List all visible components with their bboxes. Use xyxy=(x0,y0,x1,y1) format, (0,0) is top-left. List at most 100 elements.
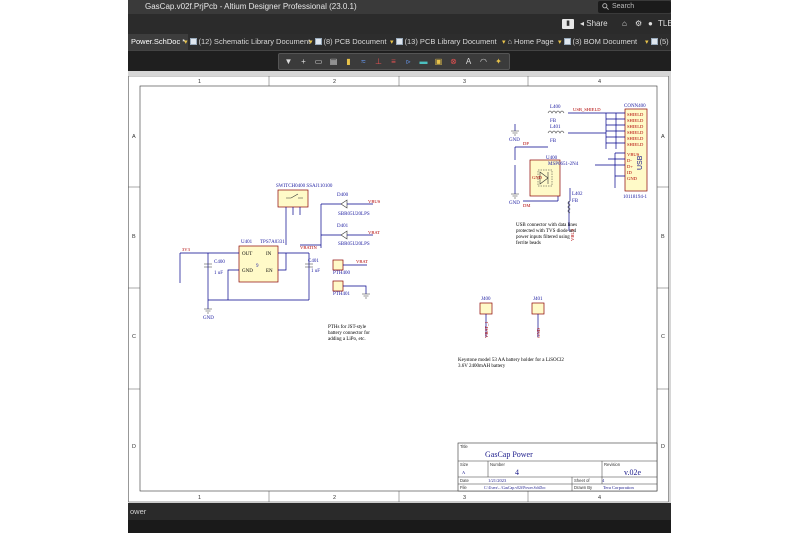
svg-text:PTH400: PTH400 xyxy=(333,271,350,276)
battery-j401[interactable]: J401 GND xyxy=(531,297,545,338)
chevron-down-icon: ▾ xyxy=(502,39,506,46)
search-box[interactable]: Search xyxy=(598,1,671,13)
net-vbatin: VBATIN xyxy=(300,245,318,250)
zone-label-bottom: 4 xyxy=(598,495,601,501)
inductor-l400[interactable]: L400 FB USB_SHIELD xyxy=(547,105,601,124)
zone-label-side: D xyxy=(132,444,136,450)
svg-text:1 uF: 1 uF xyxy=(311,269,320,274)
title-block: Title GasCap Power Size A Number 4 Revis… xyxy=(457,442,658,492)
pth400[interactable]: PTH400 VBAT xyxy=(332,259,368,276)
harness-icon[interactable]: ≡ xyxy=(391,57,396,66)
switch-sw400[interactable]: SWITCH0400 SSAJ110100 xyxy=(276,184,333,245)
capacitor-c400[interactable]: C400 1 uF xyxy=(204,260,225,276)
svg-text:SHIELD: SHIELD xyxy=(627,130,644,135)
battery-j400[interactable]: J400 VBAT_1 xyxy=(479,297,493,338)
align-icon[interactable]: ▤ xyxy=(329,57,338,66)
no-erc-icon[interactable]: ⊗ xyxy=(450,57,457,66)
svg-text:v.02e: v.02e xyxy=(624,468,641,477)
pth401[interactable]: PTH401 xyxy=(332,280,370,299)
diode-d400[interactable]: D400 SBR05U20LPS VBUS xyxy=(321,193,381,217)
svg-text:GND: GND xyxy=(242,269,253,274)
tab-bom-document[interactable]: ▾(3) BOM Document xyxy=(558,37,638,46)
chevron-down-icon: ▾ xyxy=(390,39,394,46)
title-bar: GasCap.v02f.PrjPcb - Altium Designer Pro… xyxy=(128,0,671,14)
svg-text:U401: U401 xyxy=(241,240,253,245)
sheet-symbol-icon[interactable]: ▣ xyxy=(434,57,443,66)
chevron-down-icon: ▾ xyxy=(184,39,188,46)
svg-text:PTHs for JST-style: PTHs for JST-style xyxy=(328,325,367,330)
tab-pcb-library[interactable]: ▾(13) PCB Library Document xyxy=(390,37,497,46)
svg-text:battery connector for: battery connector for xyxy=(328,331,370,336)
user-avatar-icon[interactable]: ● xyxy=(648,19,653,28)
tab-power-schdoc[interactable]: Power.SchDoc * xyxy=(128,34,189,50)
svg-text:J400: J400 xyxy=(481,297,491,302)
select-icon[interactable]: ▭ xyxy=(314,57,323,66)
window-title: GasCap.v02f.PrjPcb - Altium Designer Pro… xyxy=(145,2,357,11)
svg-text:GND: GND xyxy=(536,327,541,338)
svg-text:4: 4 xyxy=(602,478,605,483)
panel-tab-power[interactable]: ower xyxy=(130,507,147,516)
svg-text:PTH401: PTH401 xyxy=(333,292,350,297)
move-icon[interactable]: + xyxy=(301,57,306,66)
svg-text:SHIELD: SHIELD xyxy=(627,142,644,147)
inductor-l401[interactable]: L401 FB xyxy=(547,125,565,144)
svg-text:Revision: Revision xyxy=(604,462,621,467)
filter-icon[interactable]: ▼ xyxy=(284,57,293,66)
regulator-u401[interactable]: U401 TPS7A0331 OUT IN GND EN 9 xyxy=(238,240,285,283)
svg-text:C400: C400 xyxy=(214,260,225,265)
svg-text:Sheet of: Sheet of xyxy=(574,478,590,483)
svg-text:L401: L401 xyxy=(550,125,561,130)
arc-icon[interactable]: ◠ xyxy=(480,57,487,66)
svg-text:J401: J401 xyxy=(533,297,543,302)
chevron-down-icon: ▾ xyxy=(309,39,313,46)
svg-text:D401: D401 xyxy=(337,224,349,229)
svg-text:Drawn By: Drawn By xyxy=(574,485,593,490)
svg-text:SBR05U20LPS: SBR05U20LPS xyxy=(338,242,370,247)
share-button[interactable]: ◂ Share xyxy=(580,17,608,31)
tvs-u400[interactable]: U400 MSP0651-2N4 GND xyxy=(529,156,579,197)
usb-connector[interactable]: CONN400 10118194-1 USB SHIELD SHIELD SHI… xyxy=(623,104,647,200)
tab-schematic-library[interactable]: ▾(12) Schematic Library Document xyxy=(184,37,311,46)
diode-d401[interactable]: D401 SBR05U20LPS VBAT xyxy=(321,224,380,247)
svg-text:USB_SHIELD: USB_SHIELD xyxy=(573,107,601,112)
svg-text:GND: GND xyxy=(627,176,638,181)
place-wire-icon[interactable]: ≈ xyxy=(361,57,366,66)
settings-icon[interactable]: ⚙ xyxy=(635,19,643,28)
schematic-canvas[interactable]: 1 2 3 4 1 2 3 4 A B C D A B C D CONN400 xyxy=(128,71,671,503)
schematic-sheet[interactable]: 1 2 3 4 1 2 3 4 A B C D A B C D CONN400 xyxy=(128,75,669,503)
svg-text:VBAT_1: VBAT_1 xyxy=(484,321,489,338)
sheet-outer-border xyxy=(128,75,669,503)
svg-text:Keystone model 53 AA battery h: Keystone model 53 AA battery holder for … xyxy=(458,358,564,363)
svg-text:CONN400: CONN400 xyxy=(624,104,646,109)
capacitor-c401[interactable]: C401 1 uF xyxy=(305,259,320,274)
tab-more[interactable]: ▾(5) xyxy=(645,37,669,46)
highlight-icon[interactable]: ✦ xyxy=(495,57,502,66)
zone-label-side: B xyxy=(132,234,136,240)
svg-text:3.6V 2400mAH battery: 3.6V 2400mAH battery xyxy=(458,364,506,369)
power-port-icon[interactable]: ⊥ xyxy=(375,57,382,66)
gnd-symbol: GND xyxy=(203,300,214,321)
home-icon[interactable]: ⌂ xyxy=(622,19,627,28)
port-icon[interactable]: ▹ xyxy=(406,57,411,66)
zone-label-bottom: 3 xyxy=(463,495,466,501)
svg-text:power inputs filtered using: power inputs filtered using xyxy=(516,235,570,240)
inductor-l402[interactable]: L402 FB VBUS xyxy=(567,192,583,241)
svg-text:IN: IN xyxy=(266,252,272,257)
tab-home-page[interactable]: ▾⌂Home Page xyxy=(502,37,554,46)
place-part-icon[interactable]: ▮ xyxy=(346,57,351,66)
svg-text:D-: D- xyxy=(627,158,632,163)
tab-pcb-document[interactable]: ▾(8) PCB Document xyxy=(309,37,387,46)
svg-text:FB: FB xyxy=(550,119,557,124)
svg-text:GND: GND xyxy=(203,316,214,321)
user-label[interactable]: TLE xyxy=(658,19,671,28)
chat-icon[interactable]: ▮ xyxy=(562,19,574,29)
zone-label-top: 3 xyxy=(463,79,466,85)
text-icon[interactable]: A xyxy=(465,57,472,66)
directive-icon[interactable]: ▬ xyxy=(419,57,428,66)
document-icon xyxy=(650,38,658,45)
zone-label-side: A xyxy=(132,134,136,140)
svg-text:File: File xyxy=(460,485,467,490)
svg-text:Title: Title xyxy=(460,444,468,449)
svg-text:1/21/2023: 1/21/2023 xyxy=(488,478,507,483)
zone-label-top: 2 xyxy=(333,79,336,85)
